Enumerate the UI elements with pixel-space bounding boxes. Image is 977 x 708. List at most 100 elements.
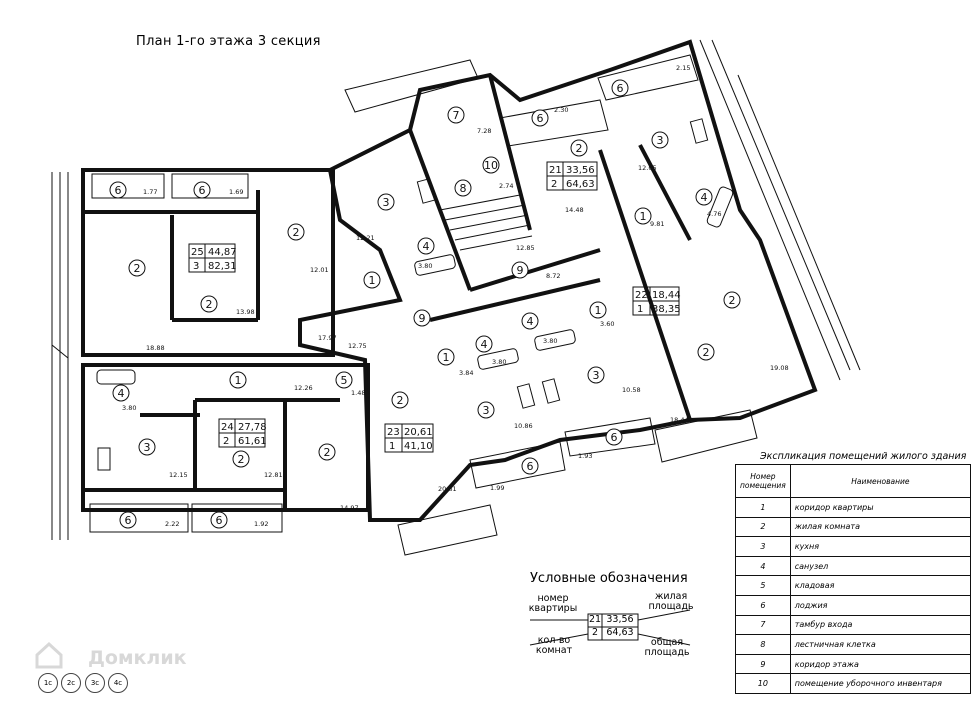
room-number-circle bbox=[318, 443, 336, 461]
room-type-label: 2 bbox=[238, 453, 245, 466]
room-number-circle bbox=[287, 223, 305, 241]
room-number-circle bbox=[611, 79, 629, 97]
room-area-value: 2.15 bbox=[676, 64, 690, 72]
room-number-circle bbox=[437, 348, 455, 366]
room-area-value: 1.99 bbox=[490, 484, 504, 492]
room-area-value: 3.84 bbox=[459, 369, 473, 377]
room-type-name: санузел bbox=[789, 555, 972, 577]
room-area-value: 12.85 bbox=[516, 244, 535, 252]
apartment-total-area: 64,63 bbox=[566, 179, 595, 190]
apartment-number: 24 bbox=[221, 422, 234, 433]
room-type-label: 10 bbox=[484, 159, 498, 172]
room-number-circle bbox=[570, 139, 588, 157]
room-area-value: 9.81 bbox=[650, 220, 664, 228]
room-type-label: 8 bbox=[460, 182, 467, 195]
room-number-circle bbox=[521, 312, 539, 330]
stamp-4: 4с bbox=[108, 673, 128, 693]
apartment-rooms-count: 2 bbox=[223, 436, 229, 447]
room-number-circle bbox=[447, 106, 465, 124]
room-area-value: 12.81 bbox=[264, 471, 283, 479]
room-area-value: 1.77 bbox=[143, 188, 157, 196]
room-area-value: 20.61 bbox=[438, 485, 457, 493]
apartment-total-area: 61,61 bbox=[238, 436, 267, 447]
room-area-value: 3.80 bbox=[492, 358, 506, 366]
apartment-total-area: 38,35 bbox=[652, 304, 681, 315]
room-type-number: 7 bbox=[735, 614, 791, 636]
stamp-2: 2с bbox=[61, 673, 81, 693]
room-type-label: 9 bbox=[517, 264, 524, 277]
room-number-circle bbox=[335, 371, 353, 389]
room-number-circle bbox=[651, 131, 669, 149]
room-type-label: 1 bbox=[443, 351, 450, 364]
room-number-circle bbox=[605, 428, 623, 446]
room-type-label: 2 bbox=[703, 346, 710, 359]
room-type-label: 2 bbox=[324, 446, 331, 459]
legend-sample-total: 64,63 bbox=[606, 627, 634, 638]
room-number-circle bbox=[475, 335, 493, 353]
room-number-circle bbox=[454, 179, 472, 197]
room-area-value: 7.28 bbox=[477, 127, 491, 135]
room-type-number: 5 bbox=[735, 575, 791, 596]
room-area-value: 12.15 bbox=[169, 471, 188, 479]
apartment-info-boxes bbox=[188, 161, 680, 453]
room-type-label: 3 bbox=[144, 441, 151, 454]
room-type-label: 4 bbox=[423, 240, 430, 253]
room-area-value: 2.30 bbox=[554, 106, 568, 114]
room-type-name: лоджия bbox=[789, 594, 972, 616]
apartment-living-area: 33,56 bbox=[566, 165, 595, 176]
apartment-living-area: 27,78 bbox=[238, 422, 267, 433]
apartment-number: 22 bbox=[635, 290, 648, 301]
apartment-rooms-count: 1 bbox=[637, 304, 643, 315]
room-number-circle bbox=[477, 401, 495, 419]
sanitary-fixtures bbox=[96, 118, 734, 471]
room-area-value: 18.44 bbox=[670, 416, 689, 424]
room-area-value: 1.93 bbox=[578, 452, 592, 460]
room-type-label: 6 bbox=[125, 514, 132, 527]
room-number-circle bbox=[232, 450, 250, 468]
room-number-circle bbox=[697, 343, 715, 361]
plan-title: План 1-го этажа 3 секция bbox=[136, 34, 321, 49]
room-type-label: 6 bbox=[537, 112, 544, 125]
room-type-number: 1 bbox=[735, 497, 791, 518]
legend-sample-apt: 21 bbox=[589, 614, 602, 625]
room-area-value: 10.58 bbox=[622, 386, 641, 394]
apartment-total-area: 41,10 bbox=[404, 441, 433, 452]
room-number-circle bbox=[193, 181, 211, 199]
explication-title: Экспликация помещений жилого здания bbox=[760, 451, 967, 462]
watermark-logo: Домклик bbox=[88, 647, 187, 669]
room-type-label: 4 bbox=[118, 387, 125, 400]
room-type-label: 2 bbox=[729, 294, 736, 307]
room-area-value: 1.48 bbox=[351, 389, 365, 397]
room-type-label: 4 bbox=[481, 338, 488, 351]
room-area-value: 10.86 bbox=[514, 422, 533, 430]
apartment-living-area: 18,44 bbox=[652, 290, 681, 301]
room-area-value: 14.97 bbox=[340, 504, 359, 512]
room-type-label: 6 bbox=[617, 82, 624, 95]
legend-rooms-count: кол-во комнат bbox=[535, 635, 573, 656]
room-area-value: 2.74 bbox=[499, 182, 513, 190]
room-type-label: 2 bbox=[293, 226, 300, 239]
room-number-circle bbox=[363, 271, 381, 289]
room-type-label: 6 bbox=[611, 431, 618, 444]
room-area-value: 8.72 bbox=[546, 272, 560, 280]
room-type-label: 1 bbox=[595, 304, 602, 317]
room-number-circle bbox=[391, 391, 409, 409]
room-type-label: 6 bbox=[527, 460, 534, 473]
room-type-number: 10 bbox=[735, 673, 791, 694]
room-type-label: 1 bbox=[235, 374, 242, 387]
room-area-value: 12.21 bbox=[356, 234, 375, 242]
room-number-circle bbox=[521, 457, 539, 475]
room-area-value: 3.80 bbox=[122, 404, 136, 412]
room-type-label: 6 bbox=[199, 184, 206, 197]
room-area-value: 12.05 bbox=[638, 164, 657, 172]
room-type-number: 2 bbox=[735, 516, 791, 538]
apartment-number: 23 bbox=[387, 427, 400, 438]
room-type-number: 9 bbox=[735, 653, 791, 675]
